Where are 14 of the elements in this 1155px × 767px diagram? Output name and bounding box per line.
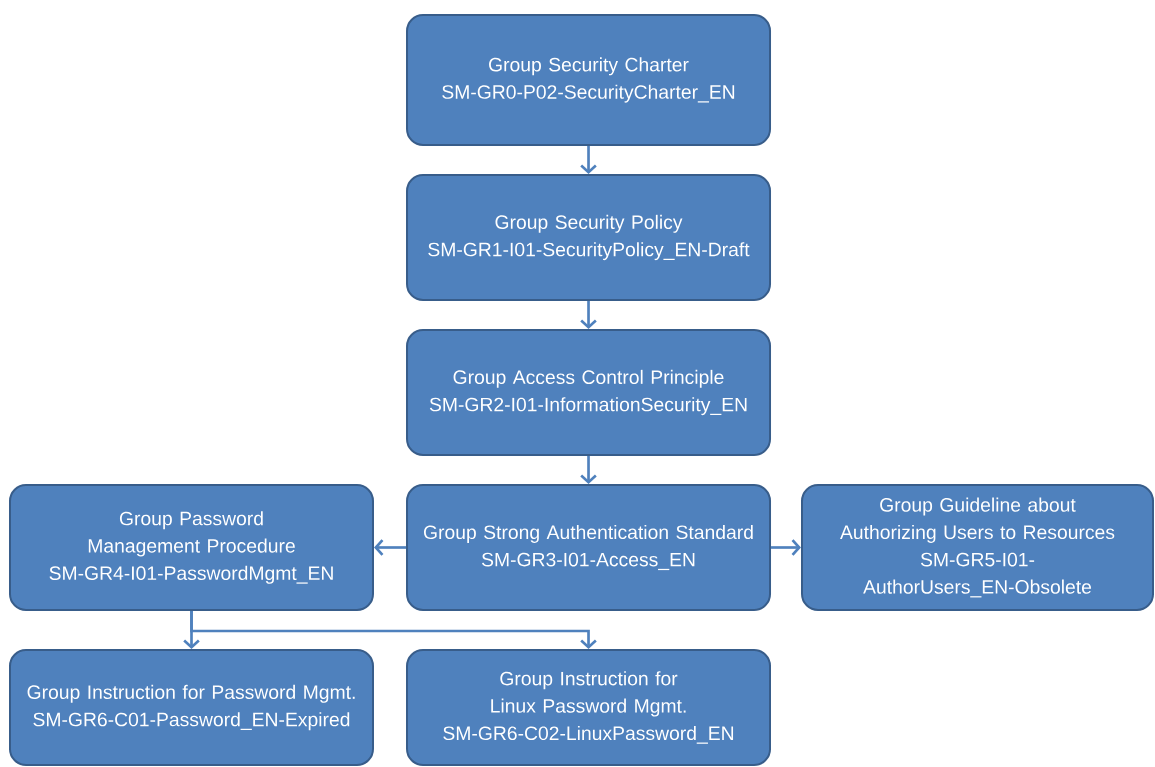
arrow — [190, 611, 597, 649]
document-box: Group Strong Authentication Standard SM-GR3-I01-Access_EN — [406, 484, 771, 611]
document-box: Group Instruction for Linux Password Mgmt. SM-GR6-C02-LinuxPassword_EN — [406, 649, 771, 766]
document-box: Group Security Policy SM-GR1-I01-SecurityPolicy_EN-Draft — [406, 174, 771, 301]
document-box: Group Access Control Principle SM-GR2-I01-InformationSecurity_EN — [406, 329, 771, 456]
document-box: Group Password Management Procedure SM-GR4-I01-PasswordMgmt_EN — [9, 484, 374, 611]
document-box: Group Security Charter SM-GR0-P02-SecurityCharter_EN — [406, 14, 771, 146]
arrow — [771, 539, 801, 556]
document-box: Group Guideline about Authorizing Users to Resources SM-GR5-I01-AuthorUsers_EN-Obsolete — [801, 484, 1154, 611]
arrow — [580, 301, 597, 329]
arrow — [580, 456, 597, 484]
arrow — [580, 146, 597, 174]
arrow — [374, 539, 406, 556]
document-box: Group Instruction for Password Mgmt. SM-GR6-C01-Password_EN-Expired — [9, 649, 374, 766]
